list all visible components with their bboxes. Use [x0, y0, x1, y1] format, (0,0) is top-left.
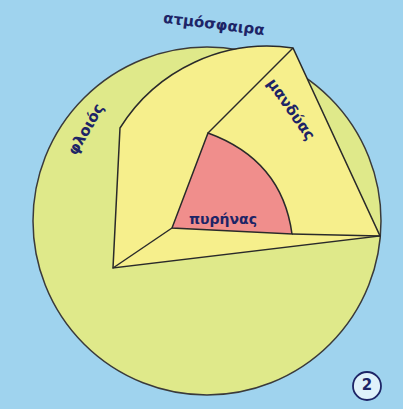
layer-label: πυρήνας [189, 211, 257, 227]
layer-label: μανδύας [264, 76, 319, 144]
mantle-cut [113, 46, 380, 268]
cut-edge [113, 228, 172, 268]
cut-edge [292, 234, 380, 236]
core-layer: πυρήνας [172, 133, 292, 234]
crust-layer: φλοιός μανδύας πυρήνας [33, 47, 381, 395]
crust-sphere [33, 47, 381, 395]
core-cut [172, 133, 292, 234]
callout-number: 2 [362, 377, 372, 394]
mantle-layer: μανδύας πυρήνας [113, 48, 380, 268]
layer-label: φλοιός [64, 101, 107, 159]
callout-circle [353, 372, 381, 400]
